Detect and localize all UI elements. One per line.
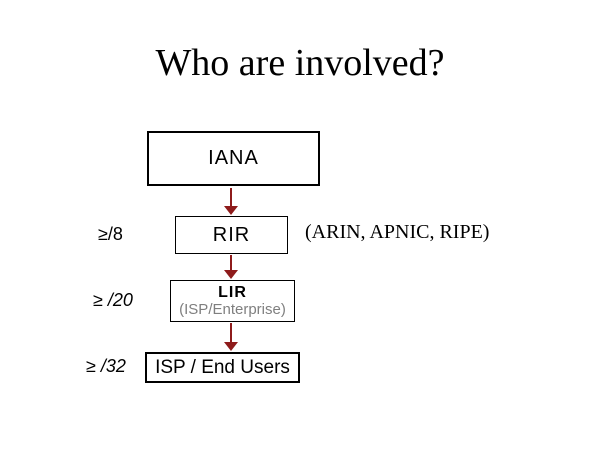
arrow-head xyxy=(224,270,238,279)
arrow-shaft xyxy=(230,188,232,206)
arrow-shaft xyxy=(230,323,232,342)
arrow-shaft xyxy=(230,255,232,270)
prefix-label-ge32: ≥ /32 xyxy=(86,356,126,377)
arrow-head xyxy=(224,342,238,351)
ge-symbol: ≥ xyxy=(86,356,101,376)
node-rir-label: RIR xyxy=(212,223,251,246)
node-lir-sublabel: (ISP/Enterprise) xyxy=(179,300,286,318)
prefix-value: /20 xyxy=(107,290,133,310)
down-arrow-icon xyxy=(224,323,238,351)
prefix-label-ge20: ≥ /20 xyxy=(93,290,133,311)
node-rir-box: RIR xyxy=(175,216,288,254)
node-lir-box: LIR (ISP/Enterprise) xyxy=(170,280,295,322)
node-isp-label: ISP / End Users xyxy=(155,356,290,378)
node-iana-label: IANA xyxy=(208,147,259,169)
arrow-head xyxy=(224,206,238,215)
rir-annotation: (ARIN, APNIC, RIPE) xyxy=(305,221,490,243)
ge-symbol: ≥ xyxy=(98,224,108,244)
page-title: Who are involved? xyxy=(155,42,445,84)
node-iana-box: IANA xyxy=(147,131,320,186)
prefix-value: /32 xyxy=(100,356,126,376)
down-arrow-icon xyxy=(224,188,238,215)
ge-symbol: ≥ xyxy=(93,290,108,310)
node-isp-box: ISP / End Users xyxy=(145,352,300,383)
prefix-value: /8 xyxy=(107,224,123,244)
down-arrow-icon xyxy=(224,255,238,279)
node-lir-label: LIR xyxy=(218,283,247,301)
prefix-label-ge8: ≥/8 xyxy=(98,224,123,245)
